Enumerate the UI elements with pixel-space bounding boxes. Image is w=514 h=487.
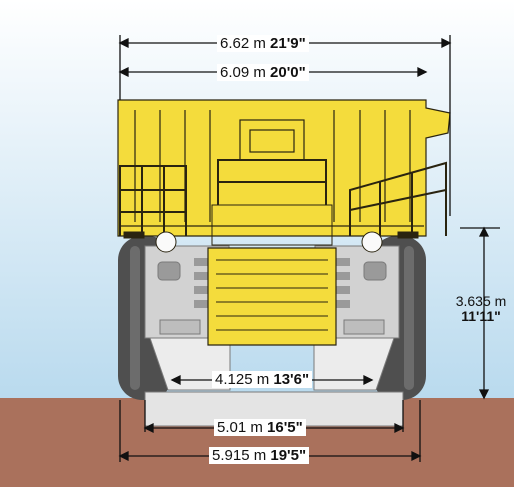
canopy-height-metric: 3.635 m bbox=[455, 293, 507, 309]
overall-width-metric: 6.62 m bbox=[220, 35, 266, 52]
rear-tread-metric: 5.01 m bbox=[217, 419, 263, 436]
tire-width-imperial: 19'5" bbox=[270, 447, 307, 464]
tire-width-label: 5.915 m 19'5" bbox=[209, 447, 310, 464]
rear-tread-imperial: 16'5" bbox=[267, 419, 303, 436]
body-width-imperial: 20'0" bbox=[270, 64, 306, 81]
rear-tread-label: 5.01 m 16'5" bbox=[214, 419, 306, 436]
front-tread-label: 4.125 m 13'6" bbox=[212, 371, 313, 388]
front-tread-metric: 4.125 m bbox=[215, 371, 270, 388]
front-tread-imperial: 13'6" bbox=[273, 371, 310, 388]
overall-width-imperial: 21'9" bbox=[270, 35, 306, 52]
body-width-metric: 6.09 m bbox=[220, 64, 266, 81]
tire-width-metric: 5.915 m bbox=[212, 447, 267, 464]
suspension-ribs bbox=[194, 258, 350, 308]
headlights bbox=[123, 231, 419, 253]
body-width-label: 6.09 m 20'0" bbox=[217, 64, 309, 81]
overall-width-label: 6.62 m 21'9" bbox=[217, 35, 309, 52]
canopy-height-label: 3.635 m 11'11" bbox=[448, 294, 514, 324]
front-grille bbox=[211, 204, 333, 331]
canopy-height-imperial: 11'11" bbox=[461, 308, 501, 324]
handrails bbox=[119, 159, 447, 236]
